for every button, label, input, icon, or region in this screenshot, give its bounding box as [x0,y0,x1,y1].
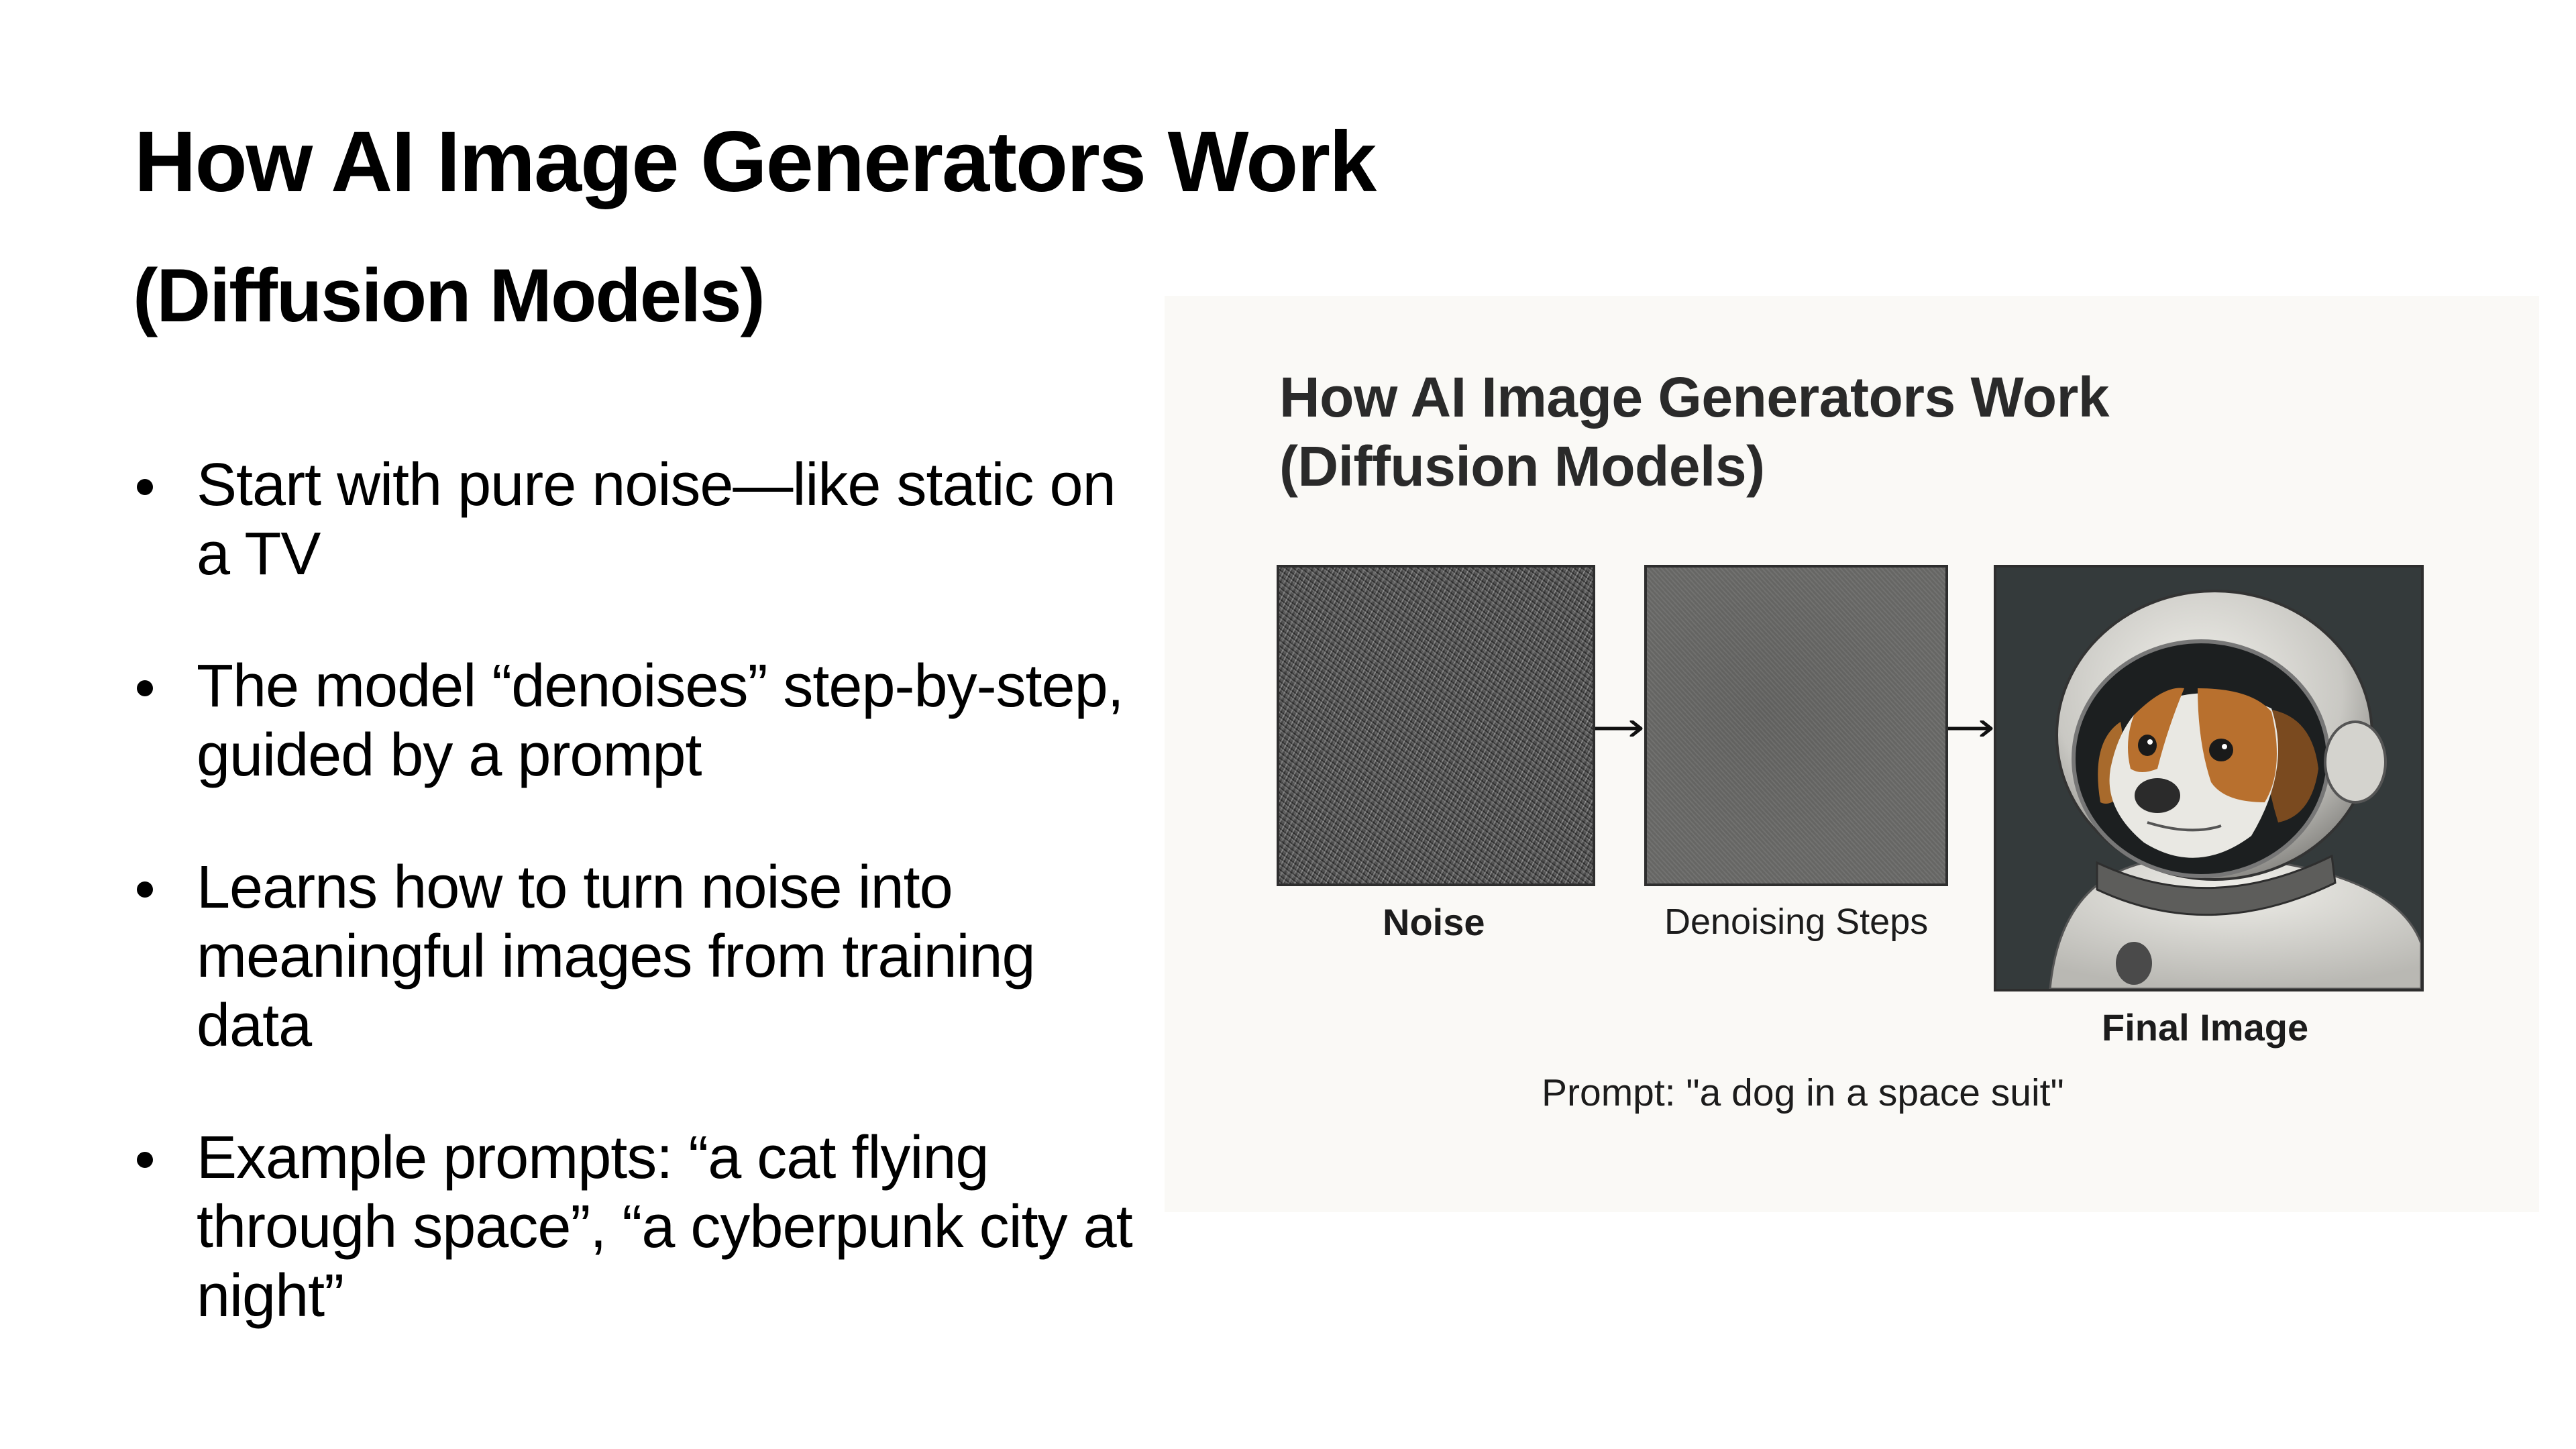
slide-title: How AI Image Generators Work [134,114,1377,210]
denoising-steps-label: Denoising Steps [1664,902,1929,942]
bullet-item: The model “denoises” step-by-step, guide… [127,652,1147,790]
right-arrow-icon [1948,720,1994,737]
bullet-list: Start with pure noise—like static on a T… [127,451,1147,1394]
final-image-label: Final Image [2102,1006,2309,1049]
bullet-icon [137,881,153,898]
final-image [1994,565,2424,991]
right-arrow-icon [1595,720,1644,737]
diagram-title-line1: How AI Image Generators Work [1279,366,2109,429]
noise-label: Noise [1383,901,1485,943]
bullet-text: The model “denoises” step-by-step, guide… [197,653,1124,789]
bullet-item: Start with pure noise—like static on a T… [127,451,1147,589]
bullet-item: Example prompts: “a cat flying through s… [127,1124,1147,1331]
diffusion-diagram-image: How AI Image Generators Work (Diffusion … [1165,296,2539,1212]
denoising-image [1644,565,1948,886]
noise-image [1277,565,1595,886]
slide-subtitle: (Diffusion Models) [133,254,765,337]
bullet-icon [137,1152,153,1168]
bullet-icon [137,479,153,495]
bullet-icon [137,680,153,696]
bullet-item: Learns how to turn noise into meaningful… [127,853,1147,1061]
diagram-title: How AI Image Generators Work (Diffusion … [1279,363,2109,501]
bullet-text: Start with pure noise—like static on a T… [197,451,1116,588]
bullet-text: Learns how to turn noise into meaningful… [197,854,1036,1059]
diagram-title-line2: (Diffusion Models) [1279,435,1765,498]
astronaut-dog-illustration [2049,590,2421,989]
bullet-text: Example prompts: “a cat flying through s… [197,1124,1133,1330]
prompt-caption: Prompt: "a dog in a space suit" [1542,1071,2064,1114]
